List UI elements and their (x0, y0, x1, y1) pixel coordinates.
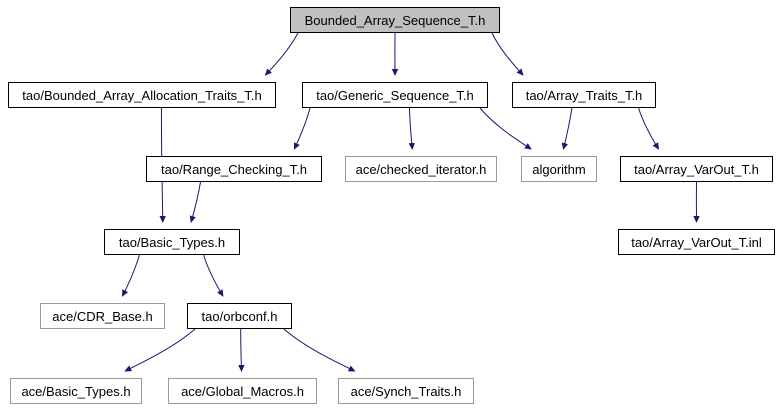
graph-edge-orbconf-to-basic_types_ace (124, 328, 196, 372)
graph-node-label: algorithm (532, 161, 586, 177)
graph-edge-generic_sequence_t-to-algorithm (479, 107, 532, 150)
graph-node-label: ace/Synch_Traits.h (350, 383, 462, 399)
graph-node-array_varout_t_h[interactable]: tao/Array_VarOut_T.h (620, 156, 773, 182)
graph-edge-array_traits_t-to-algorithm (561, 107, 573, 150)
graph-node-basic_types_ace[interactable]: ace/Basic_Types.h (10, 378, 142, 404)
graph-node-label: ace/Basic_Types.h (21, 383, 131, 399)
graph-node-bounded_array_sequence_t[interactable]: Bounded_Array_Sequence_T.h (290, 7, 500, 33)
graph-edge-bounded_array_sequence_t-to-array_traits_t (491, 32, 524, 76)
graph-node-label: tao/Range_Checking_T.h (161, 161, 307, 177)
graph-edge-orbconf-to-synch_traits (283, 328, 356, 372)
graph-node-label: tao/Basic_Types.h (118, 234, 226, 250)
graph-node-label: tao/orbconf.h (201, 308, 278, 324)
graph-node-bounded_array_allocation_traits[interactable]: tao/Bounded_Array_Allocation_Traits_T.h (8, 82, 276, 108)
graph-node-synch_traits[interactable]: ace/Synch_Traits.h (338, 378, 474, 404)
graph-node-algorithm[interactable]: algorithm (521, 156, 597, 182)
graph-node-label: ace/CDR_Base.h (52, 308, 153, 324)
graph-node-label: Bounded_Array_Sequence_T.h (304, 12, 486, 28)
graph-node-label: ace/checked_iterator.h (355, 161, 487, 177)
graph-edge-range_checking_t-to-basic_types_tao (189, 181, 201, 223)
graph-node-label: tao/Array_VarOut_T.h (634, 161, 759, 177)
graph-edge-basic_types_tao-to-cdr_base (122, 254, 140, 297)
graph-edge-generic_sequence_t-to-checked_iterator (408, 107, 415, 150)
graph-node-generic_sequence_t[interactable]: tao/Generic_Sequence_T.h (302, 82, 488, 108)
graph-edge-orbconf-to-global_macros (238, 328, 245, 372)
graph-node-basic_types_tao[interactable]: tao/Basic_Types.h (104, 229, 240, 255)
graph-node-array_traits_t[interactable]: tao/Array_Traits_T.h (512, 82, 656, 108)
graph-node-global_macros[interactable]: ace/Global_Macros.h (168, 378, 317, 404)
graph-node-cdr_base[interactable]: ace/CDR_Base.h (40, 303, 165, 329)
graph-edge-basic_types_tao-to-orbconf (203, 254, 224, 297)
graph-node-label: tao/Array_VarOut_T.inl (631, 234, 762, 250)
graph-edge-array_traits_t-to-array_varout_t_h (638, 107, 659, 150)
graph-node-orbconf[interactable]: tao/orbconf.h (187, 303, 292, 329)
graph-node-checked_iterator[interactable]: ace/checked_iterator.h (345, 156, 497, 182)
graph-node-label: tao/Array_Traits_T.h (525, 87, 643, 103)
graph-edge-bounded_array_sequence_t-to-bounded_array_allocation_traits (264, 32, 299, 76)
graph-node-label: tao/Bounded_Array_Allocation_Traits_T.h (22, 87, 262, 103)
graph-node-label: tao/Generic_Sequence_T.h (316, 87, 474, 103)
graph-node-range_checking_t[interactable]: tao/Range_Checking_T.h (146, 156, 322, 182)
graph-node-label: ace/Global_Macros.h (181, 383, 304, 399)
graph-edge-generic_sequence_t-to-range_checking_t (293, 107, 311, 150)
graph-node-array_varout_t_inl[interactable]: tao/Array_VarOut_T.inl (618, 229, 775, 255)
